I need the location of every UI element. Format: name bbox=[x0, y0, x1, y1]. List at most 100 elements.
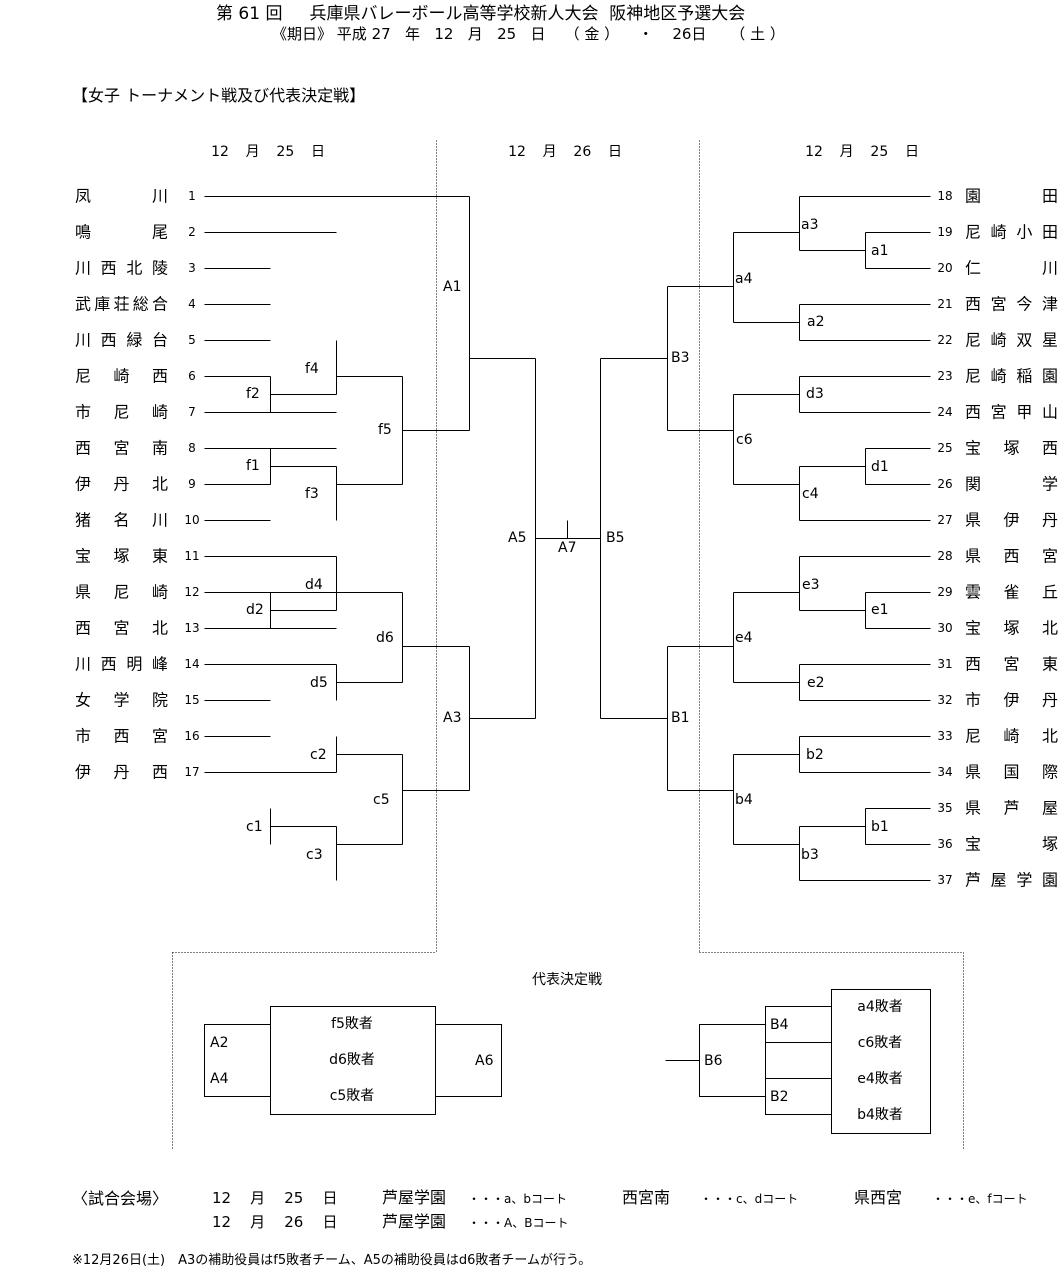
date-header-right: 月 bbox=[840, 144, 854, 160]
team-name: 雲 bbox=[965, 583, 981, 602]
date-header-left: 日 bbox=[311, 144, 325, 160]
team-name: 尼 bbox=[965, 223, 981, 242]
match-label-c2: c2 bbox=[310, 747, 327, 763]
team-name: 宮 bbox=[991, 403, 1007, 422]
team-name: 西 bbox=[101, 331, 117, 350]
seed-number: 10 bbox=[184, 513, 199, 527]
team-name: 尼 bbox=[113, 403, 129, 422]
rep-loser-label: e4敗者 bbox=[857, 1071, 903, 1087]
match-label-b1: b1 bbox=[871, 819, 889, 835]
team-name: 川 bbox=[75, 259, 91, 278]
tournament-title: 第 61 回 兵庫県バレーボール高等学校新人大会 阪神地区予選大会 bbox=[216, 4, 746, 24]
seed-number: 30 bbox=[937, 621, 952, 635]
venue-date-day1: 12 月 25 日 bbox=[212, 1189, 338, 1207]
rep-label-B4: B4 bbox=[770, 1017, 789, 1033]
rep-label-B2: B2 bbox=[770, 1089, 789, 1105]
date-header-left: 12 bbox=[211, 144, 229, 160]
match-label-f1: f1 bbox=[246, 458, 260, 474]
date-header-right: 25 bbox=[870, 144, 888, 160]
venue-name: 芦屋学園 bbox=[382, 1188, 447, 1207]
rep-loser-label: f5敗者 bbox=[331, 1016, 373, 1032]
seed-number: 18 bbox=[937, 189, 952, 203]
seed-number: 37 bbox=[937, 873, 952, 887]
team-name: 県 bbox=[965, 799, 981, 818]
team-name: 県 bbox=[965, 511, 981, 530]
team-name: 西 bbox=[75, 439, 91, 458]
seed-number: 17 bbox=[184, 765, 199, 779]
seed-number: 32 bbox=[937, 693, 952, 707]
match-label-e3: e3 bbox=[802, 577, 820, 593]
team-name: 崎 bbox=[113, 367, 129, 386]
match-label-c4: c4 bbox=[802, 486, 819, 502]
team-name: 塚 bbox=[1003, 619, 1019, 638]
team-name: 西 bbox=[965, 295, 981, 314]
match-label-d5: d5 bbox=[310, 675, 328, 691]
seed-number: 5 bbox=[188, 333, 196, 347]
seed-number: 11 bbox=[184, 549, 199, 563]
seed-number: 16 bbox=[184, 729, 199, 743]
team-name: 県 bbox=[965, 547, 981, 566]
match-label-e1: e1 bbox=[871, 602, 889, 618]
team-name: 塚 bbox=[113, 547, 129, 566]
team-name: 雀 bbox=[1003, 583, 1019, 602]
seed-number: 27 bbox=[937, 513, 952, 527]
date-header-right: 12 bbox=[805, 144, 823, 160]
team-name: 凤 bbox=[75, 187, 91, 206]
team-name: 東 bbox=[1042, 655, 1058, 674]
team-name: 武 bbox=[75, 295, 91, 314]
team-name: 学 bbox=[1042, 475, 1058, 494]
team-name: 丹 bbox=[1042, 691, 1058, 710]
team-name: 陵 bbox=[152, 259, 168, 278]
team-name: 伊 bbox=[1003, 511, 1019, 530]
team-name: 学 bbox=[1016, 871, 1032, 890]
team-name: 宮 bbox=[1042, 547, 1058, 566]
match-label-d1: d1 bbox=[871, 459, 889, 475]
team-name: 西 bbox=[75, 619, 91, 638]
team-name: 西 bbox=[113, 727, 129, 746]
team-name: 国 bbox=[1003, 763, 1019, 782]
seed-number: 12 bbox=[184, 585, 199, 599]
seed-number: 21 bbox=[937, 297, 952, 311]
match-label-A3: A3 bbox=[443, 710, 461, 726]
match-label-f3: f3 bbox=[305, 486, 319, 502]
team-name: 園 bbox=[1042, 871, 1058, 890]
team-name: 崎 bbox=[991, 331, 1007, 350]
team-name: 名 bbox=[113, 511, 129, 530]
team-name: 塚 bbox=[1003, 439, 1019, 458]
rep-b6-box bbox=[699, 1024, 766, 1097]
match-label-c1: c1 bbox=[246, 819, 263, 835]
date-header-center: 26 bbox=[573, 144, 591, 160]
team-name: 西 bbox=[152, 763, 168, 782]
team-name: 甲 bbox=[1016, 403, 1032, 422]
rep-b2-box bbox=[765, 1078, 832, 1115]
rep-right-stack bbox=[831, 989, 931, 1134]
team-name: 屋 bbox=[991, 871, 1007, 890]
seed-number: 36 bbox=[937, 837, 952, 851]
venue-name: 芦屋学園 bbox=[382, 1212, 447, 1231]
match-label-c5: c5 bbox=[373, 792, 390, 808]
team-name: 丹 bbox=[1042, 511, 1058, 530]
seed-number: 4 bbox=[188, 297, 196, 311]
team-name: 園 bbox=[965, 187, 981, 206]
match-label-c3: c3 bbox=[306, 847, 323, 863]
team-name: 県 bbox=[965, 763, 981, 782]
rep-left-stack bbox=[270, 1006, 436, 1115]
rep-label-A2: A2 bbox=[210, 1035, 228, 1051]
team-name: 崎 bbox=[991, 223, 1007, 242]
team-name: 際 bbox=[1042, 763, 1058, 782]
seed-number: 33 bbox=[937, 729, 952, 743]
team-name: 仁 bbox=[965, 259, 981, 278]
team-name: 学 bbox=[113, 691, 129, 710]
team-name: 南 bbox=[152, 439, 168, 458]
team-name: 崎 bbox=[1003, 727, 1019, 746]
team-name: 尼 bbox=[965, 331, 981, 350]
match-label-B5: B5 bbox=[606, 530, 625, 546]
rep-loser-label: c5敗者 bbox=[330, 1088, 375, 1104]
team-name: 尼 bbox=[965, 727, 981, 746]
team-name: 星 bbox=[1042, 331, 1058, 350]
date-header-left: 25 bbox=[276, 144, 294, 160]
seed-number: 25 bbox=[937, 441, 952, 455]
team-name: 丘 bbox=[1042, 583, 1058, 602]
date-header-center: 12 bbox=[508, 144, 526, 160]
